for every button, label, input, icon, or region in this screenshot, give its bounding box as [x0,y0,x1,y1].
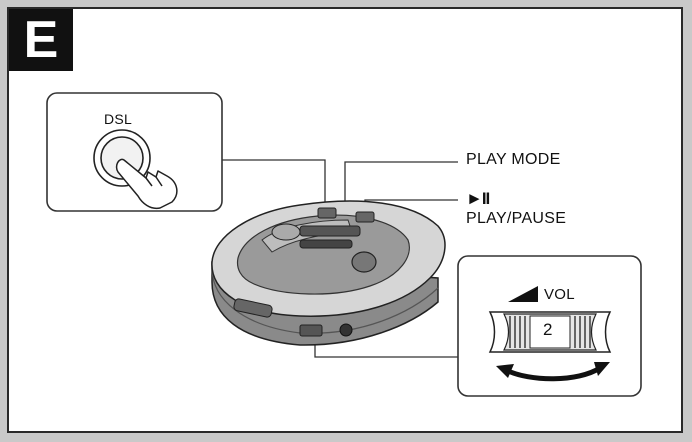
section-badge: E [9,9,73,71]
play-pause-icon: ►II [466,189,490,208]
play-pause-label: PLAY/PAUSE [466,210,567,227]
play-mode-button [317,207,337,219]
vol-label: VOL [544,286,575,303]
hold-switch [233,298,273,318]
vol-dial [488,311,612,353]
dsl-label: DSL [104,111,133,127]
play-mode-label: PLAY MODE [466,151,561,168]
play-pause-button [355,211,375,223]
cd-player [211,200,446,346]
vol-dial-slot [299,324,323,337]
rotate-arrow-icon [504,365,602,382]
button-bar-2 [299,239,353,249]
button-bar-1 [299,225,361,237]
headphone-jack [339,323,353,337]
vol-level: 2 [543,320,553,339]
volume-triangle-icon [508,286,538,302]
finger-press-icon [115,158,178,210]
